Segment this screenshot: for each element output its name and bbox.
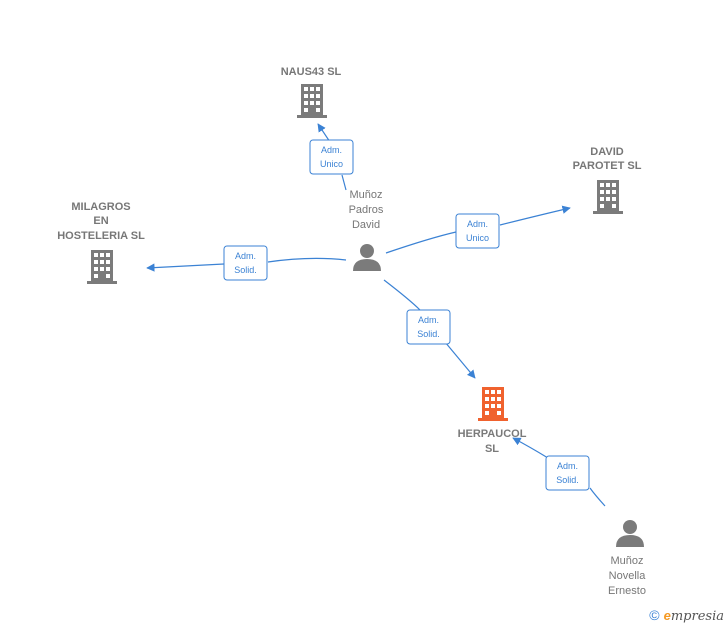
building-icon <box>297 84 327 118</box>
badge-line-1: Adm. <box>418 315 439 325</box>
brand-logo-e: e <box>663 608 671 623</box>
node-label-line-1: DAVID <box>590 146 623 158</box>
node-david-parotet[interactable]: DAVID PAROTET SL <box>573 146 642 214</box>
node-label-line-2: Novella <box>609 570 647 582</box>
node-label-line-3: David <box>352 219 380 231</box>
node-label-line-1: Muñoz <box>610 555 643 567</box>
person-icon <box>353 244 381 271</box>
node-label-line-2: PAROTET SL <box>573 160 642 172</box>
node-munoz-padros[interactable]: Muñoz Padros David <box>349 189 384 271</box>
badge-line-2: Unico <box>466 233 489 243</box>
badge-line-2: Solid. <box>556 475 579 485</box>
node-label-line-2: EN <box>93 215 108 227</box>
edge-padros-milagros[interactable] <box>147 257 347 268</box>
badge-line-1: Adm. <box>321 145 342 155</box>
node-herpaucol[interactable]: HERPAUCOL SL <box>458 387 527 455</box>
edge-padros-herpaucol[interactable] <box>383 279 475 378</box>
copyright-icon: © <box>649 607 660 623</box>
badge-line-1: Adm. <box>467 219 488 229</box>
edge-padros-parotet[interactable] <box>385 208 570 254</box>
building-icon <box>87 250 117 284</box>
node-label-line-2: Padros <box>349 204 384 216</box>
node-label-line-1: Muñoz <box>349 189 382 201</box>
badge-line-2: Solid. <box>417 329 440 339</box>
badge-padros-milagros[interactable]: Adm. Solid. <box>223 245 268 281</box>
badge-novella-herpaucol[interactable]: Adm. Solid. <box>545 455 590 491</box>
badge-line-2: Solid. <box>234 265 257 275</box>
node-milagros[interactable]: MILAGROS EN HOSTELERIA SL <box>57 201 145 284</box>
node-label-line-3: HOSTELERIA SL <box>57 230 145 242</box>
badge-padros-herpaucol[interactable]: Adm. Solid. <box>406 309 451 345</box>
node-label-line-1: HERPAUCOL <box>458 428 527 440</box>
node-label: NAUS43 SL <box>281 66 342 78</box>
badge-line-2: Unico <box>320 159 343 169</box>
badge-padros-naus43[interactable]: Adm. Unico <box>309 139 354 175</box>
badge-line-1: Adm. <box>557 461 578 471</box>
person-icon <box>616 520 644 547</box>
edge-badges: Adm. Unico Adm. Unico Adm. Solid. Adm. S… <box>223 139 590 491</box>
building-icon <box>478 387 508 421</box>
edges <box>147 124 606 507</box>
node-label-line-3: Ernesto <box>608 585 646 597</box>
node-naus43[interactable]: NAUS43 SL <box>281 66 342 118</box>
node-munoz-novella[interactable]: Muñoz Novella Ernesto <box>608 520 646 597</box>
node-label-line-1: MILAGROS <box>71 201 130 213</box>
edge-novella-herpaucol[interactable] <box>513 438 606 507</box>
node-label-line-2: SL <box>485 443 499 455</box>
badge-line-1: Adm. <box>235 251 256 261</box>
badge-padros-parotet[interactable]: Adm. Unico <box>455 213 500 249</box>
building-icon <box>593 180 623 214</box>
brand-logo-text: mpresia <box>670 609 724 624</box>
footer-brand[interactable]: ©empresia <box>649 607 724 624</box>
